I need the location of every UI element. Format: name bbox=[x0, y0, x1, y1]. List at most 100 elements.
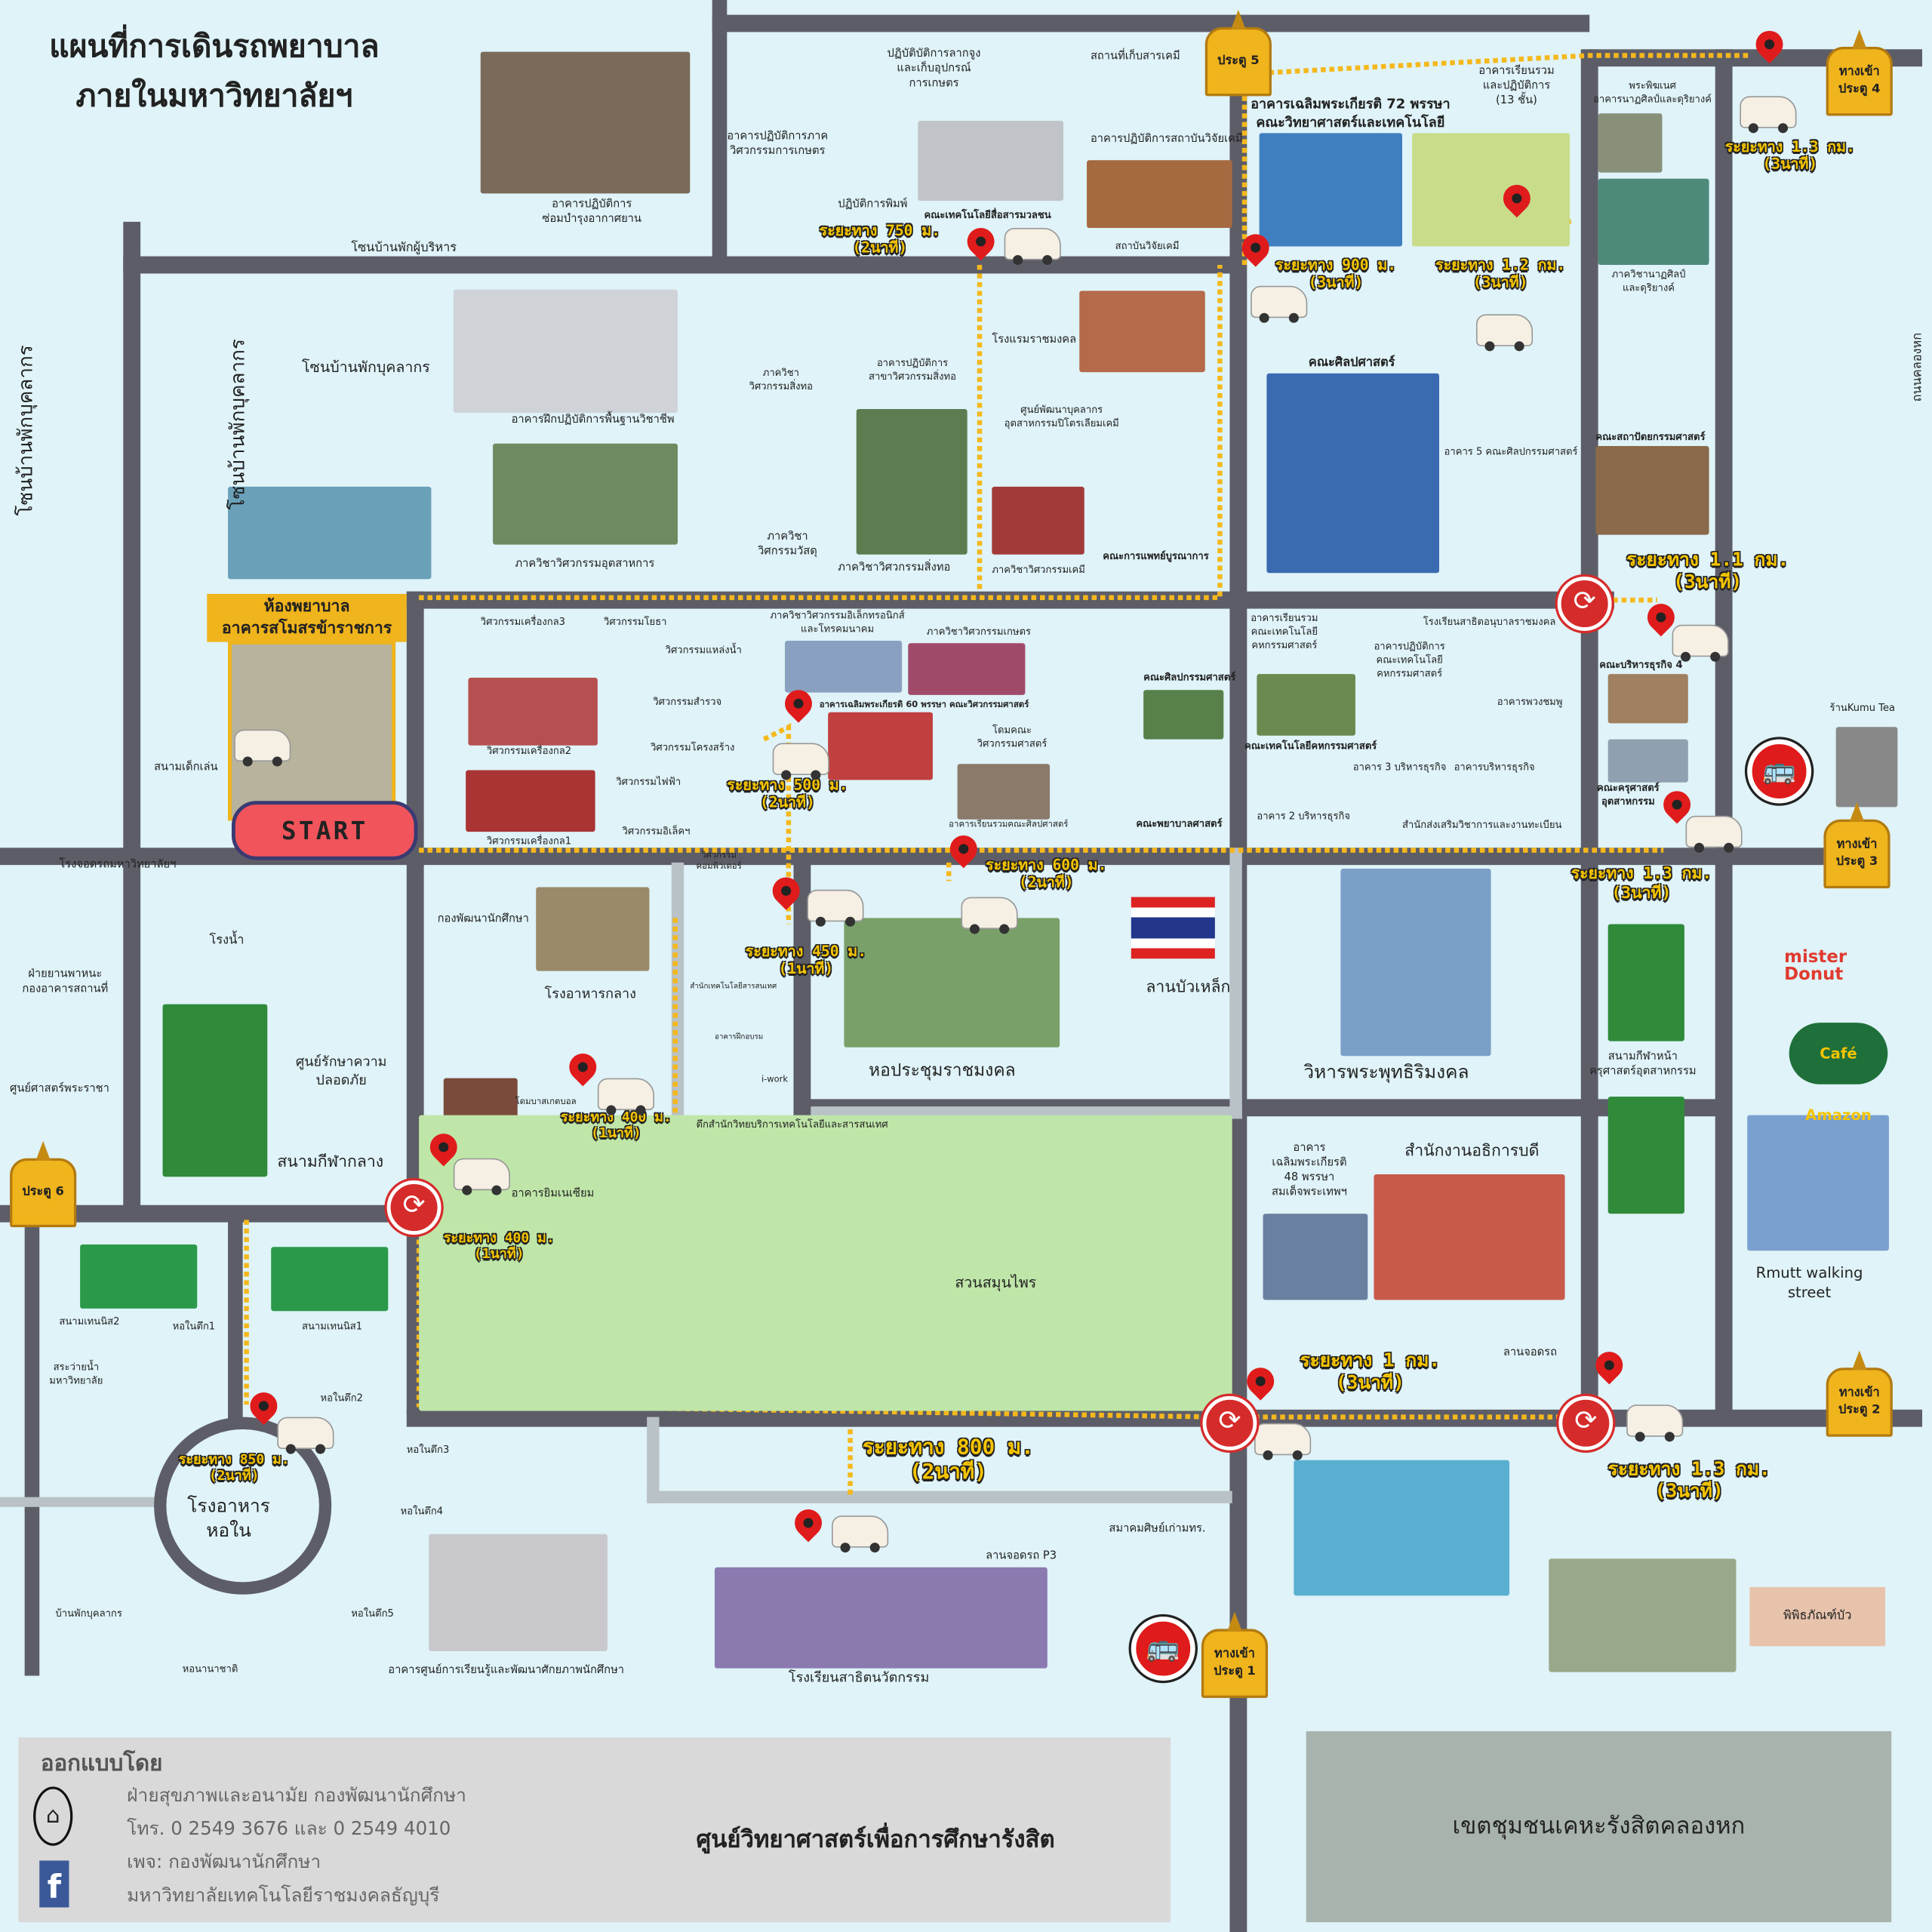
distance-label: ระยะทาง 1 กม. (3นาที) bbox=[1300, 1349, 1441, 1394]
place-label: โดมบาสเกตบอล bbox=[515, 1097, 577, 1107]
distance-label: ระยะทาง 750 ม. (2นาที) bbox=[819, 221, 940, 257]
building-photo bbox=[1257, 674, 1355, 736]
place-label: อาคารปฏิบัติการภาค วิศวกรรมการเกษตร bbox=[727, 131, 829, 158]
building-photo bbox=[1266, 373, 1439, 574]
place-label: ร้านKumu Tea bbox=[1829, 702, 1895, 714]
map-title-line1: แผนที่การเดินรถพยาบาล bbox=[49, 28, 380, 64]
home-icon: ⌂ bbox=[33, 1786, 73, 1846]
road-segment bbox=[1580, 49, 1598, 1423]
place-label: ฝ่ายยานพาหนะ กองอาคารสถานที่ bbox=[22, 968, 109, 996]
distance-label: ระยะทาง 1.1 กม. (3นาที) bbox=[1626, 548, 1789, 593]
building-photo bbox=[1607, 739, 1688, 783]
place-label: หอนานาชาติ bbox=[182, 1663, 238, 1675]
gate-marker: ทางเข้า ประตู 3 bbox=[1823, 801, 1890, 889]
start-button[interactable]: START bbox=[231, 801, 418, 860]
building-photo bbox=[957, 764, 1051, 820]
facebook-icon[interactable]: f bbox=[39, 1860, 69, 1908]
building-photo bbox=[80, 1244, 198, 1309]
place-label: อาคารยิมเนเซียม bbox=[511, 1187, 595, 1201]
place-label: โซนบ้านพักบุคลากร bbox=[302, 358, 430, 376]
ambulance-icon bbox=[1251, 285, 1308, 323]
distance-label: ระยะทาง 800 ม. (2นาที) bbox=[862, 1435, 1034, 1486]
road-segment bbox=[228, 1214, 243, 1429]
place-label: ภาควิชาวิศวกรรมอุตสาหการ bbox=[515, 558, 655, 571]
ambulance-icon bbox=[1254, 1423, 1312, 1460]
place-label: อาคารเรียนรวมคณะศิลปศาสตร์ bbox=[949, 819, 1069, 829]
place-label: สำนักงานอธิการบดี bbox=[1404, 1142, 1540, 1161]
place-label: คณะพยาบาลศาสตร์ bbox=[1136, 818, 1223, 829]
place-label: โรงเรียนสาธิตนวัตกรรม bbox=[788, 1669, 930, 1686]
building-photo bbox=[1259, 133, 1403, 247]
place-label: วิหารพระพุทธิริมงคล bbox=[1303, 1060, 1469, 1084]
place-label: บ้านพักบุคลากร bbox=[55, 1607, 122, 1620]
place-label: หอในตึก2 bbox=[320, 1392, 363, 1404]
road-segment bbox=[712, 14, 1590, 32]
mister-donut-logo: mister Donut bbox=[1784, 947, 1847, 985]
building-photo bbox=[468, 677, 598, 746]
place-label: อาคารฝึกอบรม bbox=[714, 1032, 764, 1041]
place-label: ภาควิชานาฏศิลป์ และดุริยางค์ bbox=[1611, 268, 1686, 294]
building-photo bbox=[162, 1004, 268, 1177]
ambulance-icon bbox=[961, 897, 1018, 934]
place-label: โรงเรียนสาธิตอนุบาลราชมงคล bbox=[1423, 616, 1556, 628]
road-segment bbox=[0, 1204, 420, 1223]
road-segment bbox=[24, 1214, 40, 1676]
place-label: สวนสมุนไพร bbox=[955, 1274, 1037, 1292]
ambulance-icon bbox=[453, 1158, 510, 1195]
place-label: โรงอาหารกลาง bbox=[544, 986, 636, 1002]
place-label: วิศวกรรม คอมพิวเตอร์ bbox=[696, 850, 742, 872]
place-label: วิศวกรรมสำรวจ bbox=[653, 696, 722, 708]
place-label: อาคารบริหารธุรกิจ bbox=[1454, 761, 1535, 773]
place-label: คณะเทคโนโลยีสื่อสารมวลชน bbox=[924, 209, 1051, 221]
road-segment bbox=[647, 1417, 660, 1503]
place-label: วิศวกรรมไฟฟ้า bbox=[616, 776, 681, 788]
distance-label: ระยะทาง 400 ม. (1นาที) bbox=[560, 1109, 672, 1142]
building-photo bbox=[1835, 727, 1898, 808]
distance-label: ระยะทาง 1.3 กม. (3นาที) bbox=[1724, 137, 1855, 174]
org-name: ฝ่ายสุขภาพและอนามัย กองพัฒนานักศึกษา bbox=[127, 1784, 466, 1807]
distance-label: ระยะทาง 900 ม. (3นาที) bbox=[1275, 256, 1397, 291]
place-label: สำนักส่งเสริมวิชาการและงานทะเบียน bbox=[1402, 819, 1562, 831]
building-photo bbox=[443, 1078, 518, 1121]
place-label: ภาควิชาวิศวกรรมสิ่งทอ bbox=[838, 561, 951, 574]
building-photo bbox=[1374, 1174, 1565, 1300]
credits-panel: ออกแบบโดย ⌂ f ฝ่ายสุขภาพและอนามัย กองพัฒ… bbox=[18, 1737, 1171, 1923]
distance-label: ระยะทาง 1.2 กม. (3นาที) bbox=[1435, 256, 1566, 291]
place-label: สนามเทนนิส1 bbox=[302, 1321, 363, 1332]
place-label: อาคารเฉลิมพระเกียรติ 72 พรรษา คณะวิทยาศา… bbox=[1251, 96, 1451, 131]
place-label: โรงอาหาร หอใน bbox=[187, 1494, 270, 1542]
place-label: หอในตึก5 bbox=[351, 1607, 394, 1620]
flag-icon bbox=[1131, 897, 1215, 959]
place-label: อาคาร เฉลิมพระเกียรติ 48 พรรษา สมเด็จพระ… bbox=[1271, 1142, 1347, 1200]
place-label: กองพัฒนานักศึกษา bbox=[437, 912, 529, 926]
place-label: สนามเด็กเล่น bbox=[154, 761, 218, 774]
place-label: คณะศิลปศาสตร์ bbox=[1308, 355, 1395, 370]
building-photo bbox=[466, 770, 595, 832]
place-label: อาคาร 5 คณะศิลปกรรมศาสตร์ bbox=[1444, 446, 1578, 457]
ambulance-icon bbox=[597, 1078, 654, 1115]
place-label: อาคารปฏิบัติการ คณะเทคโนโลยี คหกรรมศาสตร… bbox=[1374, 641, 1445, 678]
building-photo bbox=[1598, 113, 1663, 173]
ambulance-icon bbox=[1672, 624, 1729, 662]
ambulance-icon bbox=[807, 889, 864, 927]
place-label: อาคารปฏิบัติการ สาขาวิศวกรรมสิ่งทอ bbox=[869, 357, 956, 382]
place-label: ศูนย์รักษาความ ปลอดภัย bbox=[295, 1053, 387, 1088]
place-label: สถานที่เก็บสารเคมี bbox=[1090, 50, 1180, 63]
building-photo bbox=[918, 121, 1064, 202]
road-segment bbox=[647, 1491, 1232, 1503]
building-photo bbox=[493, 443, 678, 545]
roundabout-icon: ⟳ bbox=[1558, 1395, 1614, 1451]
place-label: วิศวกรรมเครื่องกล1 bbox=[486, 835, 572, 847]
building-photo bbox=[1340, 869, 1491, 1057]
place-label: โดมคณะ วิศวกรรมศาสตร์ bbox=[977, 724, 1048, 749]
place-label: คณะครุศาสตร์ อุตสาหกรรม bbox=[1596, 782, 1660, 808]
building-photo bbox=[1607, 1097, 1684, 1214]
place-label: ภาควิชาวิศวกรรมอิเล็กทรอนิกส์ และโทรคมนา… bbox=[770, 610, 905, 635]
facebook-page[interactable]: เพจ: กองพัฒนานักศึกษา bbox=[127, 1850, 321, 1873]
route-segment bbox=[762, 723, 792, 924]
bus-stop-icon: 🚌 bbox=[1131, 1617, 1195, 1681]
place-label: หอในตึก1 bbox=[172, 1321, 216, 1332]
map-title-line2: ภายในมหาวิทยาลัยฯ bbox=[75, 77, 353, 114]
ambulance-icon bbox=[1475, 314, 1534, 352]
building-photo bbox=[844, 918, 1060, 1048]
